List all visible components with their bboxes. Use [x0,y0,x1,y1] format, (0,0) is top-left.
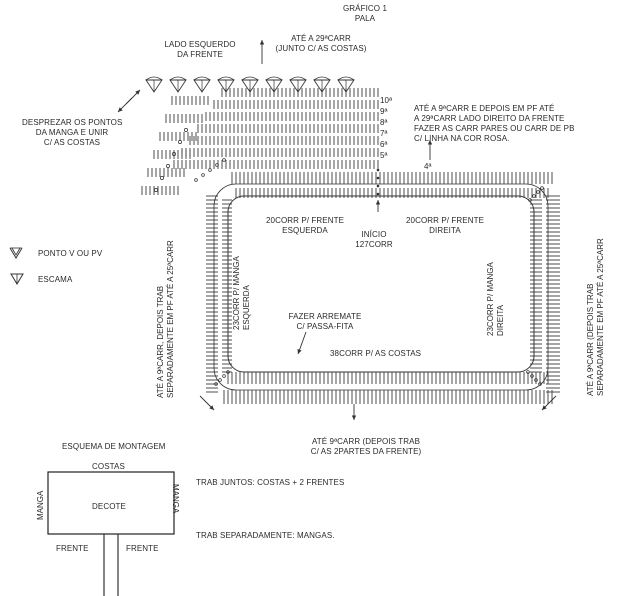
chain-ring [201,173,205,177]
chart-title-line2: PALA [354,14,376,23]
arrow-right-corner-head [542,405,547,410]
chain-ring [536,190,540,194]
chain-ring [540,186,544,190]
discard-sleeve-label: DESPREZAR OS PONTOS DA MANGA E UNIR C/ A… [22,118,123,147]
chain-ring [526,370,530,374]
arrow-discard-down-head [118,107,123,112]
right-front-chain-label: 20CORR P/ FRENTE DIREITA [405,216,485,235]
assembly-outline [47,471,175,535]
row-number-6: 6ª [380,140,388,149]
right-sleeve-chain-label: 23CORR P/ MANGA DIREITA [486,262,505,336]
v-stitch-icon [9,247,23,259]
chain-ring [184,128,188,132]
assembly-note-together: TRAB JUNTOS: COSTAS + 2 FRENTES [196,478,345,487]
chain-ring [528,198,532,202]
bottom-note: ATÉ 9ªCARR (DEPOIS TRAB C/ AS 2PARTES DA… [310,437,422,456]
shell-stitch-icon [10,273,24,285]
shell-stitch-top [337,76,355,81]
left-sleeve-chain-label: 23CORR P/ MANGA ESQUERDA [232,256,251,330]
arrow-discard-up-head [135,90,140,95]
chain-ring [160,176,164,180]
shell-stitch-top [241,76,259,81]
start-chain-dot [376,176,380,180]
arrow-right-front-note-head [427,140,433,145]
chart-title-line1: GRÁFICO 1 [342,4,388,13]
finish-label: FAZER ARREMATE C/ PASSA-FITA [288,312,362,331]
assembly-title: ESQUEMA DE MONTAGEM [62,442,166,451]
assembly-note-separate: TRAB SEPARADAMENTE: MANGAS. [196,531,335,540]
assembly-frente-left-label: FRENTE [56,544,89,553]
chain-ring [538,382,542,386]
left-vertical-note: ATÉ A 9ªCARR, DEPOIS TRAB SEPARADAMENTE … [156,240,175,398]
row-number-10: 10ª [380,96,393,105]
arrow-start-head [375,200,381,205]
chain-ring [532,194,536,198]
shell-stitch-top [289,76,307,81]
right-vertical-note: ATÉ A 9ªCARR (DEPOIS TRAB SEPARADAMENTE … [586,238,605,396]
start-chain-dot [376,168,380,172]
left-front-side-label: LADO ESQUERDO DA FRENTE [164,40,236,59]
start-chain-dot [376,184,380,188]
up-to-29-back-label: ATÉ A 29ªCARR (JUNTO C/ AS COSTAS) [275,34,367,53]
assembly-costas-label: COSTAS [92,462,125,471]
chain-ring [222,158,226,162]
chart-title: GRÁFICO 1 PALA [330,4,400,24]
chain-ring [194,178,198,182]
chart-symbols [47,40,557,596]
legend-label-v-stitch: PONTO V OU PV [38,249,103,258]
chain-ring [208,168,212,172]
chain-ring [154,188,158,192]
arrow-left-corner-head [209,405,214,410]
row-number-8: 8ª [380,118,388,127]
start-label: INÍCIO 127CORR [355,230,393,249]
arrow-finish-head [297,349,302,354]
assembly-manga-left-label: MANGA [36,490,45,520]
shell-stitch-top [313,76,331,81]
chain-ring [178,140,182,144]
right-front-note: ATÉ A 9ªCARR E DEPOIS EM PF ATÉ A 29ªCAR… [414,104,575,143]
chain-ring [172,152,176,156]
chain-ring [214,382,218,386]
middle-outline [213,183,549,391]
assembly-manga-right-label: MANGA [171,484,180,514]
row-number-4: 4ª [424,162,432,171]
inner-outline [227,195,535,373]
row-number-5: 5ª [380,151,388,160]
assembly-frente-right-label: FRENTE [126,544,159,553]
row-number-7: 7ª [380,129,388,138]
start-chain-dot [376,192,380,196]
legend-label-shell-stitch: ESCAMA [38,275,73,284]
chain-ring [222,374,226,378]
chain-ring [166,164,170,168]
chain-ring [218,378,222,382]
arrow-up-to-29-head [259,40,265,45]
chain-ring [215,163,219,167]
shell-stitch-top [145,76,163,81]
arrow-bottom-note-head [351,415,357,420]
chain-ring [226,370,230,374]
chain-ring [530,374,534,378]
shell-stitch-top [217,76,235,81]
shell-stitch-top [193,76,211,81]
shell-stitch-top [169,76,187,81]
shell-stitch-top [265,76,283,81]
chain-ring [534,378,538,382]
assembly-decote-label: DECOTE [92,502,126,511]
row-number-9: 9ª [380,107,388,116]
left-front-chain-label: 20CORR P/ FRENTE ESQUERDA [265,216,345,235]
back-chain-label: 38CORR P/ AS COSTAS [330,349,422,358]
